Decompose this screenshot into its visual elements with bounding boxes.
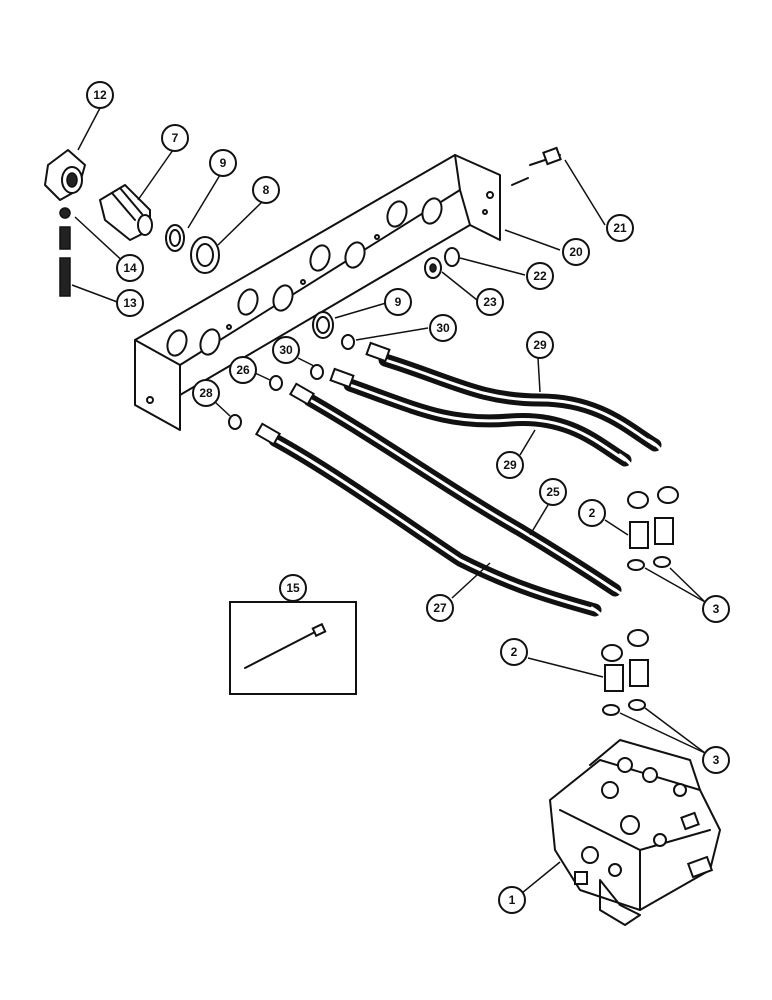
callout-12: 12 xyxy=(86,81,114,109)
svg-text:29: 29 xyxy=(533,338,547,352)
svg-text:27: 27 xyxy=(433,601,447,615)
svg-text:30: 30 xyxy=(436,321,450,335)
svg-text:1: 1 xyxy=(509,893,516,907)
callout-9-upper: 9 xyxy=(209,149,237,177)
hydraulic-hose-icon xyxy=(254,341,679,662)
svg-text:7: 7 xyxy=(172,131,179,145)
svg-text:25: 25 xyxy=(546,485,560,499)
callout-9-lower: 9 xyxy=(384,288,412,316)
svg-text:30: 30 xyxy=(279,343,293,357)
callout-1: 1 xyxy=(498,886,526,914)
callout-25: 25 xyxy=(539,478,567,506)
svg-text:2: 2 xyxy=(511,645,518,659)
bulkhead-nut-icon xyxy=(190,236,220,274)
snap-ring-icon xyxy=(165,224,185,252)
svg-text:12: 12 xyxy=(93,88,107,102)
callout-27: 27 xyxy=(426,594,454,622)
svg-text:15: 15 xyxy=(286,581,300,595)
callout-29-lower: 29 xyxy=(496,451,524,479)
svg-text:26: 26 xyxy=(236,363,250,377)
callout-7: 7 xyxy=(161,124,189,152)
cable-tie-panel xyxy=(229,601,357,695)
svg-text:21: 21 xyxy=(613,221,627,235)
callout-23: 23 xyxy=(476,288,504,316)
callout-13: 13 xyxy=(116,289,144,317)
svg-text:20: 20 xyxy=(569,245,583,259)
callout-29-upper: 29 xyxy=(526,331,554,359)
callout-3-upper: 3 xyxy=(702,595,730,623)
bolt-icon xyxy=(511,146,562,186)
svg-text:3: 3 xyxy=(713,753,720,767)
svg-text:13: 13 xyxy=(123,296,137,310)
coupler-body-icon xyxy=(44,149,86,201)
svg-text:9: 9 xyxy=(220,156,227,170)
svg-text:28: 28 xyxy=(199,386,213,400)
mounting-bracket-icon xyxy=(134,154,501,431)
snap-ring-icon xyxy=(312,311,334,339)
grease-fitting-icon xyxy=(59,207,71,219)
callout-2-upper: 2 xyxy=(578,499,606,527)
callout-3-lower: 3 xyxy=(702,746,730,774)
svg-text:9: 9 xyxy=(395,295,402,309)
svg-text:3: 3 xyxy=(713,602,720,616)
callout-30-left: 30 xyxy=(272,336,300,364)
callout-15: 15 xyxy=(279,574,307,602)
callout-26: 26 xyxy=(229,356,257,384)
svg-text:29: 29 xyxy=(503,458,517,472)
adapter-fitting-icon xyxy=(602,517,674,716)
callout-21: 21 xyxy=(606,214,634,242)
svg-text:2: 2 xyxy=(589,506,596,520)
leader-lines xyxy=(71,107,706,894)
callout-8: 8 xyxy=(252,176,280,204)
svg-text:14: 14 xyxy=(123,261,137,275)
callout-22: 22 xyxy=(526,262,554,290)
svg-text:22: 22 xyxy=(533,269,547,283)
roll-pin-icon xyxy=(59,226,71,297)
lock-washer-icon xyxy=(444,247,460,267)
callout-20: 20 xyxy=(562,238,590,266)
control-valve-icon xyxy=(549,739,721,926)
quick-coupler-icon xyxy=(99,184,153,241)
hex-nut-icon xyxy=(424,257,442,279)
svg-text:23: 23 xyxy=(483,295,497,309)
callout-14: 14 xyxy=(116,254,144,282)
callout-2-lower: 2 xyxy=(500,638,528,666)
callout-28: 28 xyxy=(192,379,220,407)
svg-text:8: 8 xyxy=(263,183,270,197)
callout-30-right: 30 xyxy=(429,314,457,342)
o-ring-icon xyxy=(228,334,355,430)
